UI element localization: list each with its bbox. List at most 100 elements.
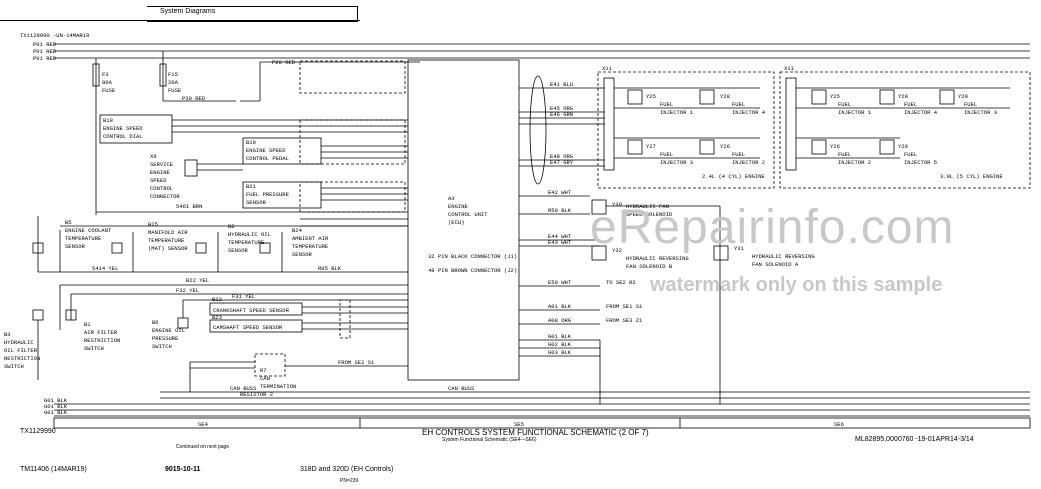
injector-id: Y26 xyxy=(720,143,730,150)
injector-name: FUEL xyxy=(838,151,851,158)
injector-name: FUEL xyxy=(732,151,745,158)
wire-label: A08 ORG xyxy=(548,317,571,324)
header-box xyxy=(147,6,358,22)
injector-id: Y27 xyxy=(646,143,656,150)
ground-wire-label: G01 BLK xyxy=(44,397,68,404)
injector-id: Y28 xyxy=(720,93,730,100)
b3-label: SWITCH xyxy=(4,363,24,370)
x9-label: SPEED xyxy=(150,177,167,184)
y32-label: HYDRAULIC REVERSING xyxy=(626,255,689,262)
injector-name: FUEL xyxy=(904,151,917,158)
fuse-id: F3 xyxy=(102,71,109,78)
wire-label: F31 YEL xyxy=(232,293,255,300)
wire-label: E47 GRY xyxy=(550,159,574,166)
b23-id: B23 xyxy=(212,314,222,321)
b5-label: SENSOR xyxy=(65,243,86,250)
b6-label: B6 xyxy=(152,319,159,326)
engine-5cyl-label: 3.0L (5 CYL) ENGINE xyxy=(940,173,1003,180)
engine-4cyl-label: 2.4L (4 CYL) ENGINE xyxy=(702,173,765,180)
b2-label: SENSOR xyxy=(228,247,249,254)
y30-label: SPEED SOLENOID xyxy=(626,211,673,218)
injector-id: Y25 xyxy=(646,93,656,100)
section-se6: SE6 xyxy=(834,421,844,428)
wire-label: E48 ORG xyxy=(550,153,573,160)
b19-label: B19 xyxy=(246,139,256,146)
y32-label: Y32 xyxy=(612,247,622,254)
injector-sub: INJECTOR 2 xyxy=(732,159,765,166)
engine-4cyl-connector: X11 xyxy=(602,65,613,72)
b22-label: CRANKSHAFT SPEED SENSOR xyxy=(213,307,290,314)
ecu-label: CONTROL UNIT xyxy=(448,211,488,218)
x9-label: SERVICE xyxy=(150,161,174,168)
b3-label: RESTRICTION xyxy=(4,355,40,362)
injector-id: Y26 xyxy=(830,143,840,150)
b18-label: CONTROL DIAL xyxy=(103,133,143,140)
footer-model: 318D and 320D (EH Controls) xyxy=(300,466,394,473)
b5-label: ENGINE COOLANT xyxy=(65,227,112,234)
x9-label: ENGINE xyxy=(150,169,171,176)
b22-id: B22 xyxy=(212,296,222,303)
r7-label: CAN xyxy=(260,375,270,382)
footer-diagram-id: TX1129990 xyxy=(20,428,56,435)
b6-label: ENGINE OIL xyxy=(152,327,185,334)
ecu-label: ENGINE xyxy=(448,203,469,210)
r7-label: RESISTOR 2 xyxy=(240,391,273,398)
wire-label: E45 ORG xyxy=(550,105,573,112)
x9-label: CONNECTOR xyxy=(150,193,180,200)
ref-label: FROM SE2 S1 xyxy=(338,359,375,366)
injector-sub: INJECTOR 1 xyxy=(838,109,872,116)
wire-label: R05 BLK xyxy=(318,265,342,272)
b24-label: SENSOR xyxy=(292,251,313,258)
b3-label: B3 xyxy=(4,331,11,338)
wire-label: 5461 BRN xyxy=(176,203,202,210)
b2-label: HYDRAULIC OIL xyxy=(228,231,271,238)
wire-label: 5414 YEL xyxy=(92,265,118,272)
b24-label: TEMPERATURE xyxy=(292,243,329,250)
footer-title: EH CONTROLS SYSTEM FUNCTIONAL SCHEMATIC … xyxy=(422,428,649,437)
b25-label: TEMPERATURE xyxy=(148,237,185,244)
wire-label: E42 WHT xyxy=(548,189,572,196)
wire-label: P30 RED xyxy=(182,95,206,102)
ecu-label: (ECU) xyxy=(448,219,465,226)
y31-label: Y31 xyxy=(734,245,745,252)
wire-label: F32 YEL xyxy=(176,287,199,294)
wire-label: P01 RED xyxy=(33,48,57,55)
ref-label: TO SE2 R2 xyxy=(606,279,636,286)
b3-label: OIL FILTER xyxy=(4,347,38,354)
footer-subtitle: System Functional Schematic (SE4—SE6) xyxy=(442,437,537,443)
r7-label: R7 xyxy=(260,367,267,374)
b23-label: CAMSHAFT SPEED SENSOR xyxy=(213,324,283,331)
b19-label: CONTROL PEDAL xyxy=(246,155,289,162)
b25-label: (MAT) SENSOR xyxy=(148,245,188,252)
y31-label: HYDRAULIC REVERSING xyxy=(752,253,815,260)
x9-label: CONTROL xyxy=(150,185,173,192)
injector-id: Y29 xyxy=(898,143,908,150)
wire-label: E50 WHT xyxy=(548,279,572,286)
ecu-label: A3 xyxy=(448,195,455,202)
b25-label: MANIFOLD AIR xyxy=(148,229,188,236)
injector-id: Y25 xyxy=(830,93,840,100)
injector-name: FUEL xyxy=(964,101,977,108)
y31-label: FAN SOLENOID A xyxy=(752,261,799,268)
wire-label: R50 BLK xyxy=(548,207,572,214)
footer-continued: Continued on next page xyxy=(176,444,230,450)
injector-sub: INJECTOR 3 xyxy=(964,109,997,116)
connector-48pin: 48 PIN BROWN CONNECTOR (J2) xyxy=(428,267,517,274)
section-title: System Diagrams xyxy=(160,8,216,15)
injector-sub: INJECTOR 4 xyxy=(732,109,766,116)
b1-label: RESTRICTION xyxy=(84,337,120,344)
b6-label: PRESSURE xyxy=(152,335,179,342)
b21-label: SENSOR xyxy=(246,199,267,206)
wire-label: G02 BLK xyxy=(548,341,572,348)
wire-label: E43 WHT xyxy=(548,239,572,246)
injector-sub: INJECTOR 2 xyxy=(838,159,871,166)
watermark-note: watermark only on this sample xyxy=(650,274,943,296)
injector-name: FUEL xyxy=(838,101,851,108)
b25-label: B25 xyxy=(148,221,158,228)
b24-label: AMBIENT AIR xyxy=(292,235,329,242)
b1-label: SWITCH xyxy=(84,345,104,352)
wire-label: E41 BLU xyxy=(550,81,573,88)
wire-label: P20 RED xyxy=(272,59,296,66)
